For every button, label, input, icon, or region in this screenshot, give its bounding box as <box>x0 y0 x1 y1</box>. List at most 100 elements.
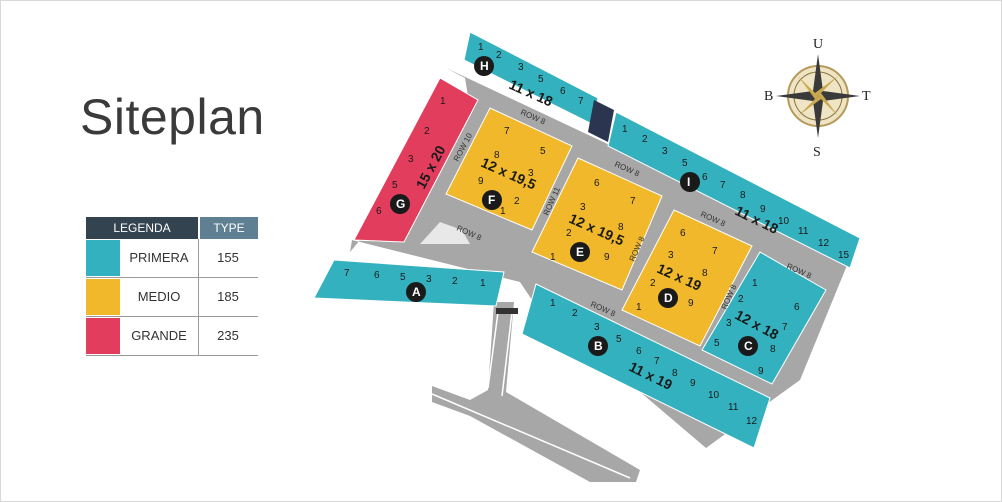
lot-label: 1 <box>550 252 556 263</box>
park-area <box>588 100 614 142</box>
legend-table: LEGENDA TYPE PRIMERA 155 MEDIO 185 GRAND… <box>86 217 258 356</box>
lot-label: 8 <box>702 268 708 279</box>
block-c: 1 6 2 7 3 8 5 9 12 x 18 C <box>701 251 827 385</box>
lot-label: 2 <box>642 134 648 145</box>
compass-west-label: B <box>764 89 773 104</box>
block-badge <box>680 172 700 192</box>
lot-label: 3 <box>668 250 674 261</box>
access-road-line <box>431 393 631 479</box>
lot-label: 3 <box>408 154 414 165</box>
block-d-area <box>621 209 753 347</box>
compass-rose: U S T B <box>764 37 871 160</box>
block-badge-label: G <box>396 197 405 211</box>
lot-label: 9 <box>604 252 610 263</box>
lot-label: 1 <box>752 278 758 289</box>
block-b-area <box>521 283 771 449</box>
block-badge <box>482 190 502 210</box>
lot-label: 9 <box>690 378 696 389</box>
lot-label: 3 <box>426 274 432 285</box>
lot-label: 3 <box>726 318 732 329</box>
lot-label: 2 <box>572 308 578 319</box>
lot-label: 9 <box>688 298 694 309</box>
block-d: 6 7 3 8 2 9 1 12 x 19 D <box>621 209 753 347</box>
compass-south-label: S <box>813 145 821 160</box>
lot-label: 2 <box>566 228 572 239</box>
block-badge <box>570 242 590 262</box>
lot-label: 6 <box>680 228 686 239</box>
lot-label: 8 <box>740 190 746 201</box>
block-badge-label: C <box>744 339 753 353</box>
block-badge-label: I <box>687 175 690 189</box>
legend-swatch-primera <box>86 240 120 276</box>
legend-label-primera: PRIMERA <box>120 239 199 277</box>
lot-label: 6 <box>794 302 800 313</box>
lot-label: 3 <box>528 168 534 179</box>
legend-value-primera: 155 <box>217 250 239 265</box>
page-title: Siteplan <box>80 89 265 145</box>
lot-label: 5 <box>400 272 406 283</box>
compass-needle-south <box>813 96 823 138</box>
block-g: 1 2 3 5 6 15 x 20 G <box>353 77 479 243</box>
lot-label: 7 <box>782 322 788 333</box>
lot-label: 11 <box>798 226 809 237</box>
lot-label: 6 <box>636 346 642 357</box>
compass-north-label: U <box>813 37 823 52</box>
lot-label: 3 <box>662 146 668 157</box>
block-i-area <box>607 111 861 269</box>
lot-label: 5 <box>540 146 546 157</box>
lot-label: 1 <box>550 298 556 309</box>
legend-swatch-medio <box>86 279 120 315</box>
block-e: 6 7 3 8 2 9 1 12 x 19,5 E <box>531 157 663 291</box>
lot-label: 8 <box>770 344 776 355</box>
block-e-area <box>531 157 663 291</box>
lot-label: 1 <box>440 96 446 107</box>
block-badge <box>474 56 494 76</box>
compass-needle-ne <box>815 76 838 96</box>
compass-needle-west <box>776 91 818 101</box>
compass-needle-se <box>818 93 838 116</box>
lot-label: 9 <box>478 176 484 187</box>
block-badge <box>738 336 758 356</box>
block-a: 7 6 5 3 2 1 A <box>313 259 505 307</box>
block-g-area <box>353 77 479 243</box>
legend-row-primera: PRIMERA 155 <box>86 239 258 278</box>
lot-label: 7 <box>578 96 584 107</box>
lot-label: 1 <box>500 206 506 217</box>
block-badge <box>658 288 678 308</box>
lot-label: 8 <box>494 150 500 161</box>
lot-label: 2 <box>738 294 744 305</box>
block-badge <box>406 282 426 302</box>
lot-label: 6 <box>594 178 600 189</box>
lot-label: 5 <box>714 338 720 349</box>
lot-label: 12 <box>746 416 758 427</box>
block-badge <box>588 336 608 356</box>
lot-label: 15 <box>838 250 850 261</box>
legend-row-medio: MEDIO 185 <box>86 278 258 317</box>
lot-label: 1 <box>478 42 484 53</box>
block-c-area <box>701 251 827 385</box>
lot-label: 8 <box>618 222 624 233</box>
lot-label: 5 <box>682 158 688 169</box>
access-road-line <box>487 311 499 389</box>
lot-label: 10 <box>708 390 720 401</box>
block-f-area <box>445 107 573 231</box>
lot-label: 9 <box>760 204 766 215</box>
lot-label: 6 <box>560 86 566 97</box>
legend-label-medio: MEDIO <box>120 278 199 316</box>
legend-row-grande: GRANDE 235 <box>86 317 258 356</box>
block-badge-label: D <box>664 291 673 305</box>
lot-label: 3 <box>518 62 524 73</box>
lot-label: 7 <box>654 356 660 367</box>
lot-label: 6 <box>702 172 708 183</box>
legend-label-grande: GRANDE <box>120 317 199 355</box>
lot-label: 2 <box>650 278 656 289</box>
lot-label: 12 <box>818 238 830 249</box>
block-a-area <box>313 259 505 307</box>
lot-label: 3 <box>594 322 600 333</box>
block-badge-label: H <box>480 59 489 73</box>
lot-label: 7 <box>504 126 510 137</box>
gate <box>496 308 518 314</box>
legend-header-type: TYPE <box>200 217 258 239</box>
lot-label: 6 <box>376 206 382 217</box>
